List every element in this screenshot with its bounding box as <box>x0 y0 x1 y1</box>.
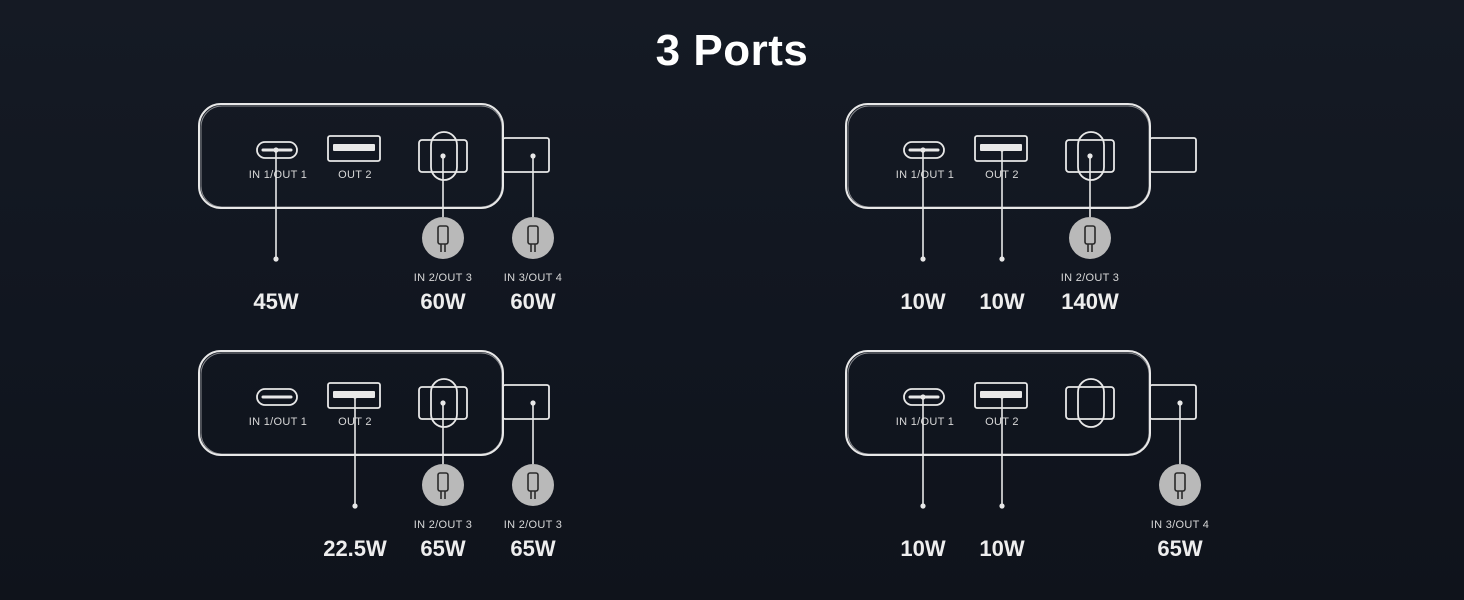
port-tether-cable: IN 2/OUT 3 140W <box>1061 153 1119 314</box>
port-label-usbc: IN 1/OUT 1 <box>896 416 954 428</box>
port-caption: IN 3/OUT 4 <box>504 272 562 284</box>
power-bank-body-outline <box>200 352 503 455</box>
plug-icon <box>1069 217 1111 259</box>
tether-end-dot <box>999 256 1005 262</box>
port-tether-tab: IN 2/OUT 3 65W <box>504 400 562 561</box>
cable-housing-icon <box>1065 386 1115 420</box>
cable-loop-icon <box>1077 378 1105 428</box>
tether-end-dot <box>273 256 279 262</box>
port-caption: IN 2/OUT 3 <box>1061 272 1119 284</box>
usb-c-port-icon <box>256 141 298 159</box>
usb-a-port-slot <box>333 144 375 151</box>
plug-icon <box>422 464 464 506</box>
wattage-label: 45W <box>253 289 298 314</box>
port-caption: IN 2/OUT 3 <box>414 272 472 284</box>
plug-body-icon <box>527 472 539 492</box>
cable-loop-icon <box>430 131 458 181</box>
port-tether-usbc: 10W <box>900 394 946 561</box>
port-caption: IN 2/OUT 3 <box>504 519 562 531</box>
port-tether-usbc: 10W <box>900 147 946 314</box>
wattage-label: 22.5W <box>323 536 387 561</box>
plug-icon <box>512 464 554 506</box>
usb-c-port-icon <box>903 388 945 406</box>
port-label-usbc: IN 1/OUT 1 <box>249 416 307 428</box>
power-bank-body-outline <box>200 105 503 208</box>
side-tab <box>502 384 550 420</box>
cable-loop-icon <box>1077 131 1105 181</box>
port-tether-tab: IN 3/OUT 4 65W <box>1151 400 1209 561</box>
port-caption: IN 2/OUT 3 <box>414 519 472 531</box>
usb-a-port-icon <box>327 135 381 162</box>
side-tab <box>1149 384 1197 420</box>
port-caption: IN 3/OUT 4 <box>1151 519 1209 531</box>
usb-a-port-icon <box>974 382 1028 409</box>
usb-a-port-icon <box>327 382 381 409</box>
tether-end-dot <box>920 256 926 262</box>
port-label-usbc: IN 1/OUT 1 <box>896 169 954 181</box>
page-title: 3 Ports <box>655 26 809 75</box>
wattage-label: 60W <box>510 289 555 314</box>
wattage-label: 10W <box>979 289 1024 314</box>
power-bank-body-outline <box>847 352 1150 455</box>
tether-end-dot <box>920 503 926 509</box>
plug-body-icon <box>437 225 449 245</box>
plug-body-icon <box>1174 472 1186 492</box>
port-label-usba: OUT 2 <box>338 169 372 181</box>
port-tether-usba: 10W <box>979 393 1025 561</box>
plug-icon <box>1159 464 1201 506</box>
port-tether-cable: IN 2/OUT 3 60W <box>414 153 472 314</box>
wattage-label: 60W <box>420 289 465 314</box>
tether-end-dot <box>999 503 1005 509</box>
wattage-label: 10W <box>900 536 945 561</box>
plug-body-icon <box>527 225 539 245</box>
wattage-label: 65W <box>510 536 555 561</box>
port-tether-usba: 10W <box>979 146 1025 314</box>
port-tether-usba: 22.5W <box>323 393 387 561</box>
port-tether-usbc: 45W <box>253 147 299 314</box>
plug-icon <box>422 217 464 259</box>
usb-c-port-icon <box>903 141 945 159</box>
plug-body-icon <box>1084 225 1096 245</box>
tether-end-dot <box>352 503 358 509</box>
port-tether-cable: IN 2/OUT 3 65W <box>414 400 472 561</box>
port-tether-tab: IN 3/OUT 4 60W <box>504 153 562 314</box>
wattage-label: 10W <box>900 289 945 314</box>
plug-icon <box>512 217 554 259</box>
port-label-usbc: IN 1/OUT 1 <box>249 169 307 181</box>
wattage-label: 10W <box>979 536 1024 561</box>
usb-a-port-icon <box>974 135 1028 162</box>
side-tab <box>1149 137 1197 173</box>
plug-body-icon <box>437 472 449 492</box>
usb-c-port-icon <box>256 388 298 406</box>
cable-loop-icon <box>430 378 458 428</box>
side-tab <box>502 137 550 173</box>
wattage-label: 140W <box>1061 289 1119 314</box>
wattage-label: 65W <box>1157 536 1202 561</box>
wattage-label: 65W <box>420 536 465 561</box>
power-bank-body-outline <box>847 105 1150 208</box>
